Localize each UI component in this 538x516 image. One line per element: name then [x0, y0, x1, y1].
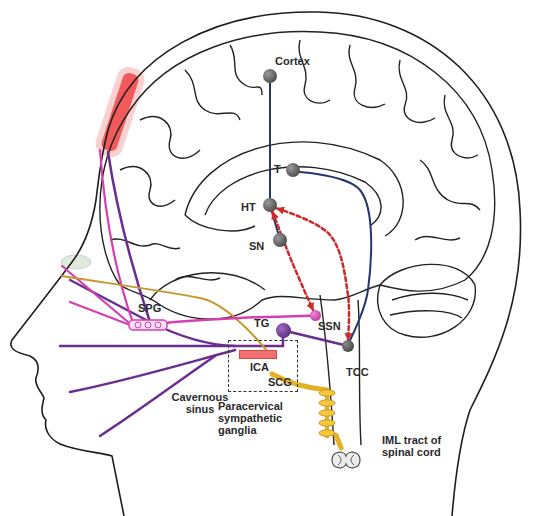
face-profile	[11, 12, 318, 516]
gyrus	[299, 40, 330, 103]
node-label: T	[274, 163, 281, 175]
lacrimal-branch	[62, 266, 128, 322]
nerve-connector	[272, 212, 278, 233]
chain-ganglion	[319, 390, 335, 396]
node-label: SPG	[138, 302, 161, 314]
cerebellum	[378, 264, 476, 337]
meningeal-branch	[100, 150, 132, 320]
neural-nucleus-dot: TCC	[342, 340, 354, 352]
chain-ganglion	[319, 420, 335, 426]
chain-ganglion	[319, 410, 335, 416]
nerve-connector	[273, 212, 313, 310]
maxillary-branch	[60, 345, 235, 348]
neural-nucleus-dot: SN	[273, 233, 287, 247]
ophthalmic-branch	[70, 280, 283, 346]
pain-halo	[92, 64, 147, 160]
gyrus	[120, 167, 175, 206]
brain-outline	[100, 32, 495, 445]
node-label: ICA	[250, 361, 269, 373]
ganglion-chain-shape	[318, 388, 336, 438]
neural-nucleus-dot: T	[286, 163, 300, 177]
gyrus	[110, 239, 180, 249]
gyrus	[420, 160, 480, 210]
nerve-connector	[336, 435, 341, 448]
node-label: TCC	[346, 366, 369, 378]
chain-ganglion	[319, 400, 335, 406]
node-label: IML tract of spinal cord	[382, 434, 442, 458]
frontal-branch	[108, 152, 150, 322]
spinal-cord-section-shape	[330, 448, 362, 472]
node-label: HT	[241, 201, 256, 213]
nerve-connector	[300, 172, 371, 340]
neural-nucleus-dot: Cortex	[263, 69, 277, 83]
node-label: TG	[254, 317, 269, 329]
nerve-connector	[291, 332, 342, 344]
ganglion-box-shape	[128, 318, 168, 332]
parasympathetic-branches	[62, 150, 132, 325]
nerve-connector	[168, 316, 310, 323]
neural-nucleus-dot: HT	[263, 198, 277, 212]
gyrus	[175, 276, 220, 280]
node-label: Paracervical sympathetic ganglia	[218, 400, 302, 436]
node-label: SN	[249, 240, 264, 252]
ganglion-cell	[135, 322, 141, 328]
gyrus	[415, 236, 460, 240]
nerve-connector	[277, 209, 349, 341]
corpus-callosum-outer	[185, 142, 403, 236]
cerebellar-folia	[390, 293, 468, 318]
callosum-genu	[185, 215, 255, 231]
ganglion-cell	[145, 322, 151, 328]
gyrus	[399, 60, 435, 122]
nerve-connector	[269, 83, 271, 198]
artery-box: ICA	[239, 350, 277, 359]
node-label: SSN	[318, 320, 341, 332]
node-label: Cortex	[275, 55, 310, 67]
gyrus	[185, 70, 240, 120]
gyrus	[140, 117, 200, 158]
forehead-pain-bar	[92, 64, 147, 160]
chain-ganglion	[319, 430, 335, 436]
cerebrum	[100, 32, 495, 319]
gyrus	[349, 45, 385, 107]
sympathetic-fibres	[62, 276, 327, 390]
gyrus	[230, 45, 262, 95]
ganglion-label: SCG	[268, 376, 292, 388]
cord-outline	[332, 452, 360, 468]
ganglion-box: SPG	[128, 318, 168, 332]
head-outline	[11, 12, 521, 516]
ganglion-cell	[155, 322, 161, 328]
ganglion-outline	[129, 320, 167, 330]
skull-back	[318, 12, 521, 516]
spinal-cord-section: IML tract of spinal cord	[330, 448, 362, 472]
grey-matter	[338, 455, 354, 465]
ganglion-chain: Paracervical sympathetic ganglia	[318, 388, 336, 438]
temporal-lobe	[150, 273, 265, 300]
nasal-branch	[70, 302, 130, 325]
neural-nucleus-dot: TG	[276, 323, 291, 338]
mandibular-branch	[70, 350, 235, 392]
neural-nucleus-dot: SSN	[310, 310, 321, 321]
trigeminal-branches	[60, 152, 283, 436]
gyrus	[444, 95, 478, 158]
brainstem-front	[320, 295, 334, 445]
